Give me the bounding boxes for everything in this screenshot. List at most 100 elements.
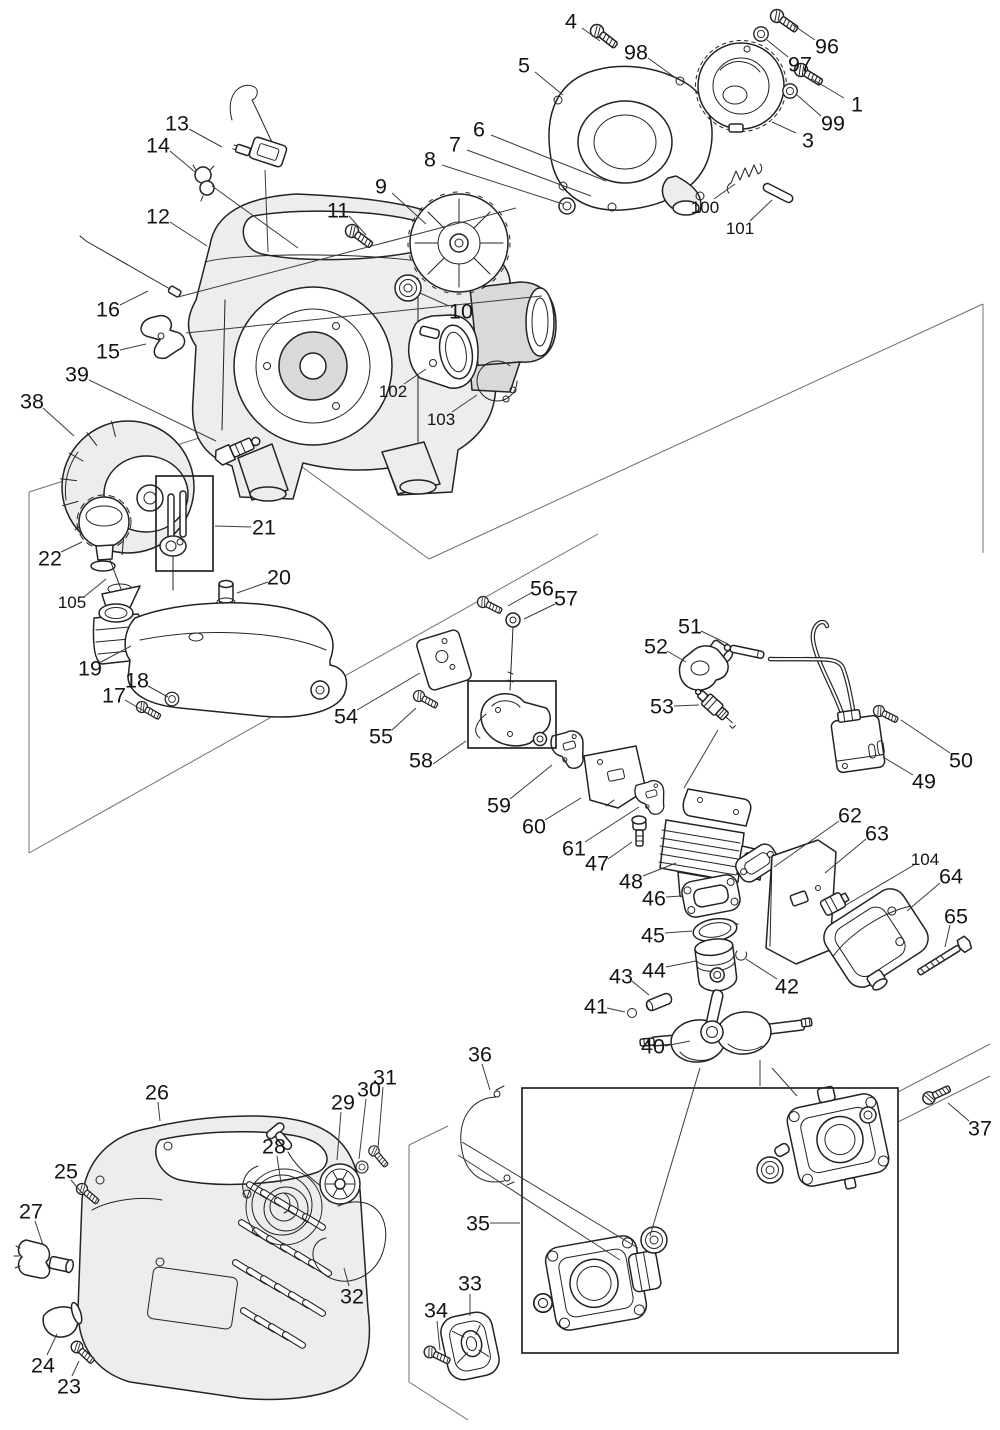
part-label-12: 12	[146, 205, 170, 229]
leader-line	[264, 169, 269, 253]
leader-line-17	[124, 699, 145, 712]
part-label-14: 14	[146, 134, 170, 158]
leader-line-11	[348, 215, 367, 236]
leader-line-29	[336, 1111, 342, 1161]
leader-line-38	[42, 407, 75, 437]
part-55-screw	[410, 687, 441, 712]
leader-line-13	[188, 128, 223, 148]
part-64-muffler	[823, 888, 929, 991]
leader-line-37	[947, 1102, 970, 1122]
part-label-52: 52	[644, 635, 668, 659]
part-label-59: 59	[487, 794, 511, 818]
part-61-bracket	[634, 780, 665, 815]
vent-slot	[301, 1213, 327, 1231]
leader-line-104	[845, 864, 915, 906]
part-label-49: 49	[912, 770, 936, 794]
leader-line-101	[749, 199, 773, 222]
part-label-57: 57	[554, 587, 578, 611]
leader-lines	[34, 24, 970, 1377]
part-21-fuel-filter-set	[159, 490, 187, 591]
part-label-11: 11	[327, 199, 349, 223]
leader-line	[649, 1067, 701, 1237]
part-30-washer	[355, 1160, 369, 1174]
part-15-lever	[140, 314, 186, 360]
leader-line-103	[451, 394, 478, 413]
leader-line-59	[509, 764, 553, 800]
part-label-45: 45	[641, 924, 665, 948]
part-number-labels: 1345678910111213141516171819202122232425…	[19, 10, 992, 1399]
vent-slot	[301, 1299, 327, 1317]
leader-line-27	[34, 1220, 44, 1246]
part-label-8: 8	[424, 148, 436, 172]
part-51-terminal	[723, 643, 765, 659]
leader-line-49	[882, 756, 914, 776]
leader-line-23	[71, 1360, 80, 1377]
leader-line-65	[944, 924, 951, 948]
leader-line-98	[647, 57, 674, 77]
part-60-plate	[583, 745, 647, 809]
part-24-cap	[42, 1301, 83, 1338]
part-label-96: 96	[815, 35, 839, 59]
part-label-33: 33	[458, 1272, 482, 1296]
part-label-37: 37	[968, 1117, 992, 1141]
part-47-valve	[631, 815, 647, 847]
leader-line-30	[358, 1098, 367, 1160]
vent-slot	[307, 1259, 333, 1277]
leader-line-22	[60, 541, 83, 553]
part-57-bolt	[505, 612, 521, 691]
part-97-washer	[753, 26, 769, 42]
part-label-19: 19	[78, 657, 102, 681]
part-label-5: 5	[518, 54, 530, 78]
part-35-crankcase-right	[786, 1085, 890, 1190]
part-label-17: 17	[102, 684, 126, 708]
part-label-63: 63	[865, 822, 889, 846]
part-36-clip	[460, 1085, 515, 1186]
leader-line-34	[436, 1320, 441, 1351]
leader-line-42	[745, 958, 778, 980]
leader-line-3	[771, 121, 797, 134]
inset-boxes	[155, 475, 899, 1354]
leader-line-15	[119, 343, 147, 351]
inset-box-58	[467, 680, 557, 749]
part-label-20: 20	[267, 566, 291, 590]
leader-line-56	[507, 592, 532, 607]
part-label-51: 51	[678, 615, 702, 639]
part-label-104: 104	[911, 850, 939, 869]
part-98-o-ring	[675, 76, 685, 86]
vent-slot	[281, 1331, 307, 1349]
leader-line-48	[642, 862, 677, 877]
part-label-44: 44	[642, 959, 666, 983]
leader-line-36	[481, 1063, 491, 1091]
part-18-washer	[164, 691, 180, 707]
part-label-98: 98	[624, 41, 648, 65]
part-4-screw	[587, 21, 621, 52]
leader-line-52	[666, 650, 687, 663]
part-label-35: 35	[466, 1212, 490, 1236]
part-99-washer	[782, 83, 798, 99]
leader-line-10	[419, 292, 450, 307]
part-42-circlip	[735, 950, 748, 961]
part-label-23: 23	[57, 1375, 81, 1399]
part-41-o-ring	[627, 1008, 637, 1018]
part-63-heat-shield	[765, 839, 837, 965]
part-label-18: 18	[125, 669, 149, 693]
leader-line-9	[391, 192, 427, 225]
leader-line-50	[900, 719, 951, 754]
construction-line	[428, 303, 984, 560]
leader-line	[683, 729, 719, 789]
leader-line-60	[544, 797, 582, 821]
part-59-bracket	[550, 730, 584, 770]
part-label-62: 62	[838, 804, 862, 828]
leader-line-54	[356, 672, 421, 711]
leader-line-58	[432, 740, 467, 765]
part-19-fuel-tank	[92, 602, 348, 718]
leader-line-14	[169, 150, 196, 173]
part-label-58: 58	[409, 749, 433, 773]
leader-line-6	[490, 134, 607, 182]
leader-line-28	[276, 1155, 282, 1184]
part-44-piston	[694, 938, 738, 992]
part-label-53: 53	[650, 695, 674, 719]
part-16-rod	[79, 235, 182, 298]
part-label-15: 15	[96, 340, 120, 364]
